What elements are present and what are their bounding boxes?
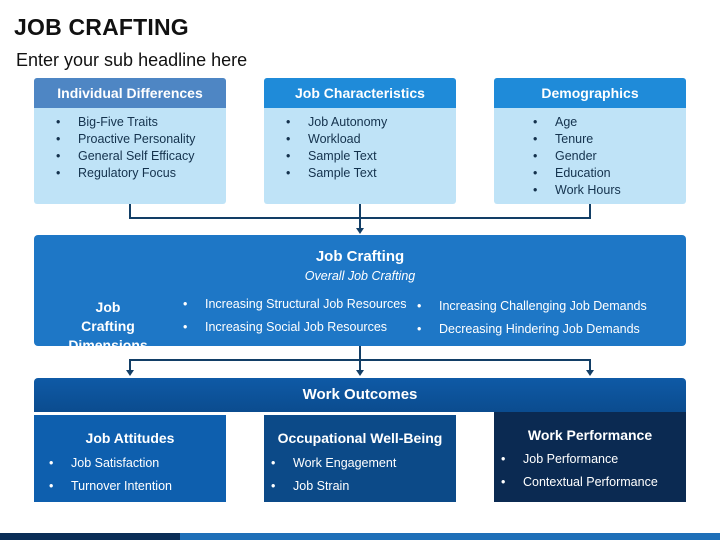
list-item: General Self Efficacy <box>56 148 226 165</box>
list-item: Work Engagement <box>271 452 456 475</box>
list-item: Turnover Intention <box>49 475 226 498</box>
box-list: Job Autonomy Workload Sample Text Sample… <box>286 108 456 182</box>
dimension-item: Increasing Challenging Job Demands <box>417 299 647 313</box>
list-item: Job Performance <box>501 448 686 471</box>
job-characteristics-box: Job Characteristics Job Autonomy Workloa… <box>264 78 456 204</box>
box-header: Job Characteristics <box>264 78 456 108</box>
list-item: Job Autonomy <box>286 114 456 131</box>
box-header: Job Attitudes <box>85 430 175 446</box>
work-outcomes-bar: Work Outcomes <box>34 378 686 412</box>
page-subtitle: Enter your sub headline here <box>16 50 248 70</box>
list-item: Tenure <box>533 131 686 148</box>
demographics-box: Demographics Age Tenure Gender Education… <box>494 78 686 204</box>
dimension-item: Increasing Structural Job Resources <box>183 297 407 311</box>
box-header: Demographics <box>494 78 686 108</box>
list-item: Job Strain <box>271 475 456 498</box>
occupational-well-being-box: Occupational Well-Being Work Engagement … <box>264 415 456 502</box>
list-item: Age <box>533 114 686 131</box>
footer-strip <box>0 533 720 540</box>
dimension-item: Increasing Social Job Resources <box>183 320 387 334</box>
list-item: Proactive Personality <box>56 131 226 148</box>
work-performance-box: Work Performance Job Performance Context… <box>494 412 686 502</box>
box-list: Job Performance Contextual Performance <box>501 448 686 494</box>
connector-right-vertical <box>589 359 591 370</box>
box-list: Work Engagement Job Strain <box>271 452 456 498</box>
box-list: Job Satisfaction Turnover Intention <box>49 452 226 498</box>
arrow-down-icon <box>126 370 134 376</box>
list-item: Sample Text <box>286 165 456 182</box>
list-item: Regulatory Focus <box>56 165 226 182</box>
page-title: JOB CRAFTING <box>14 14 189 40</box>
list-item: Sample Text <box>286 148 456 165</box>
box-list: Big-Five Traits Proactive Personality Ge… <box>56 108 226 182</box>
band-title: Job Crafting <box>315 248 405 265</box>
connector-left-vertical <box>129 359 131 370</box>
list-item: Big-Five Traits <box>56 114 226 131</box>
job-crafting-band: Job Crafting Overall Job Crafting Job Cr… <box>34 235 686 353</box>
box-header: Work Performance <box>527 427 653 443</box>
list-item: Work Hours <box>533 182 686 199</box>
job-attitudes-box: Job Attitudes Job Satisfaction Turnover … <box>34 415 226 502</box>
connector-horizontal <box>129 359 591 361</box>
arrow-down-icon <box>586 370 594 376</box>
connector-right-vertical <box>589 204 591 218</box>
box-header: Occupational Well-Being <box>277 430 443 446</box>
dimensions-label: Job Crafting Dimensions <box>68 299 148 353</box>
list-item: Gender <box>533 148 686 165</box>
list-item: Job Satisfaction <box>49 452 226 475</box>
list-item: Contextual Performance <box>501 471 686 494</box>
band-subtitle: Overall Job Crafting <box>304 269 416 283</box>
dimension-item: Decreasing Hindering Job Demands <box>417 322 640 336</box>
list-item: Education <box>533 165 686 182</box>
box-header: Individual Differences <box>34 78 226 108</box>
arrow-down-icon <box>356 228 364 234</box>
arrow-down-icon <box>356 370 364 376</box>
individual-differences-box: Individual Differences Big-Five Traits P… <box>34 78 226 204</box>
box-list: Age Tenure Gender Education Work Hours <box>533 108 686 199</box>
connector-center-vertical <box>359 346 361 370</box>
list-item: Workload <box>286 131 456 148</box>
connector-center-vertical <box>359 204 361 228</box>
connector-left-vertical <box>129 204 131 218</box>
